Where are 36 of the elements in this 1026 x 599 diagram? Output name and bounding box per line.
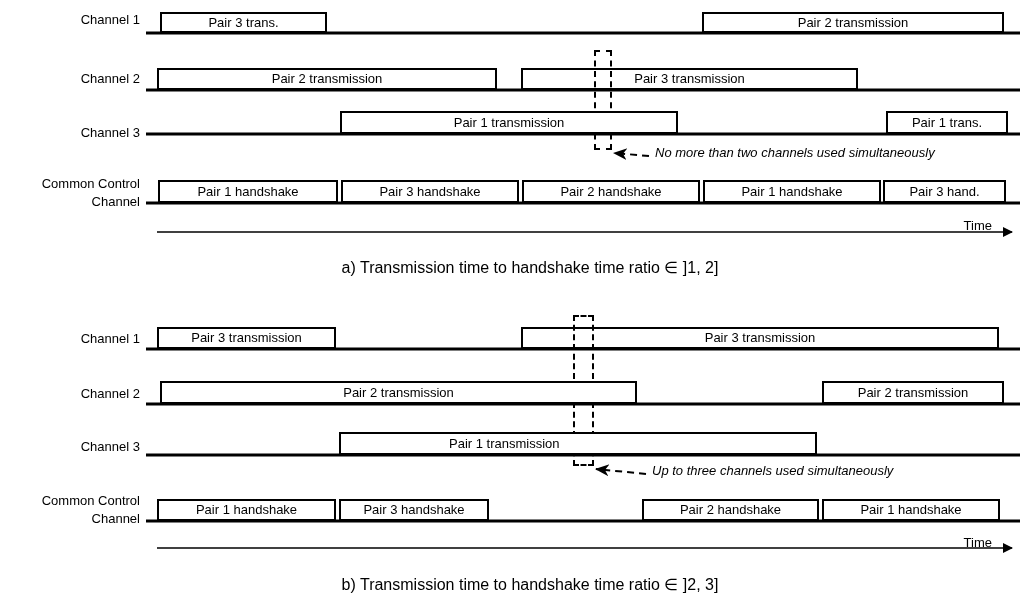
signal-pulse: Pair 1 handshake — [157, 499, 336, 522]
signal-pulse: Pair 3 hand. — [883, 180, 1006, 204]
channel-label: Channel 3 — [79, 439, 140, 454]
signal-pulse: Pair 2 transmission — [157, 68, 497, 91]
channel-label: Common Control Channel — [40, 492, 140, 528]
channel-label: Channel 1 — [79, 12, 140, 27]
signal-pulse: Pair 1 handshake — [822, 499, 1000, 522]
signal-pulse: Pair 3 transmission — [521, 68, 858, 91]
signal-pulse: Pair 1 transmission — [339, 432, 817, 456]
annotation-text: No more than two channels used simultaneously — [655, 145, 1025, 163]
signal-pulse: Pair 2 handshake — [522, 180, 700, 204]
signal-pulse: Pair 3 handshake — [339, 499, 489, 522]
signal-pulse: Pair 1 trans. — [886, 111, 1008, 135]
signal-pulse: Pair 1 handshake — [703, 180, 881, 204]
signal-pulse: Pair 2 transmission — [702, 12, 1004, 34]
channel-label: Channel 3 — [79, 125, 140, 140]
signal-pulse: Pair 1 handshake — [158, 180, 338, 204]
signal-pulse: Pair 3 transmission — [157, 327, 336, 350]
signal-pulse: Pair 3 trans. — [160, 12, 327, 34]
signal-pulse: Pair 3 transmission — [521, 327, 999, 350]
channel-label: Common Control Channel — [40, 175, 140, 211]
annotation-text: Up to three channels used simultaneously — [652, 463, 992, 481]
panel-caption: b) Transmission time to handshake time ratio ∈ ]2, 3] — [340, 575, 720, 594]
channel-label: Channel 1 — [79, 331, 140, 346]
channel-label: Channel 2 — [79, 71, 140, 86]
signal-pulse: Pair 3 handshake — [341, 180, 519, 204]
panel-caption: a) Transmission time to handshake time ratio ∈ ]1, 2] — [340, 258, 720, 277]
signal-pulse: Pair 2 transmission — [822, 381, 1004, 405]
channel-label: Channel 2 — [79, 386, 140, 401]
signal-pulse: Pair 2 transmission — [160, 381, 637, 405]
axis-label: Time — [962, 535, 992, 550]
axis-label: Time — [962, 218, 992, 233]
signal-pulse: Pair 2 handshake — [642, 499, 819, 522]
leader-arrow — [595, 464, 647, 477]
signal-pulse: Pair 1 transmission — [340, 111, 678, 135]
leader-arrow — [613, 148, 650, 161]
